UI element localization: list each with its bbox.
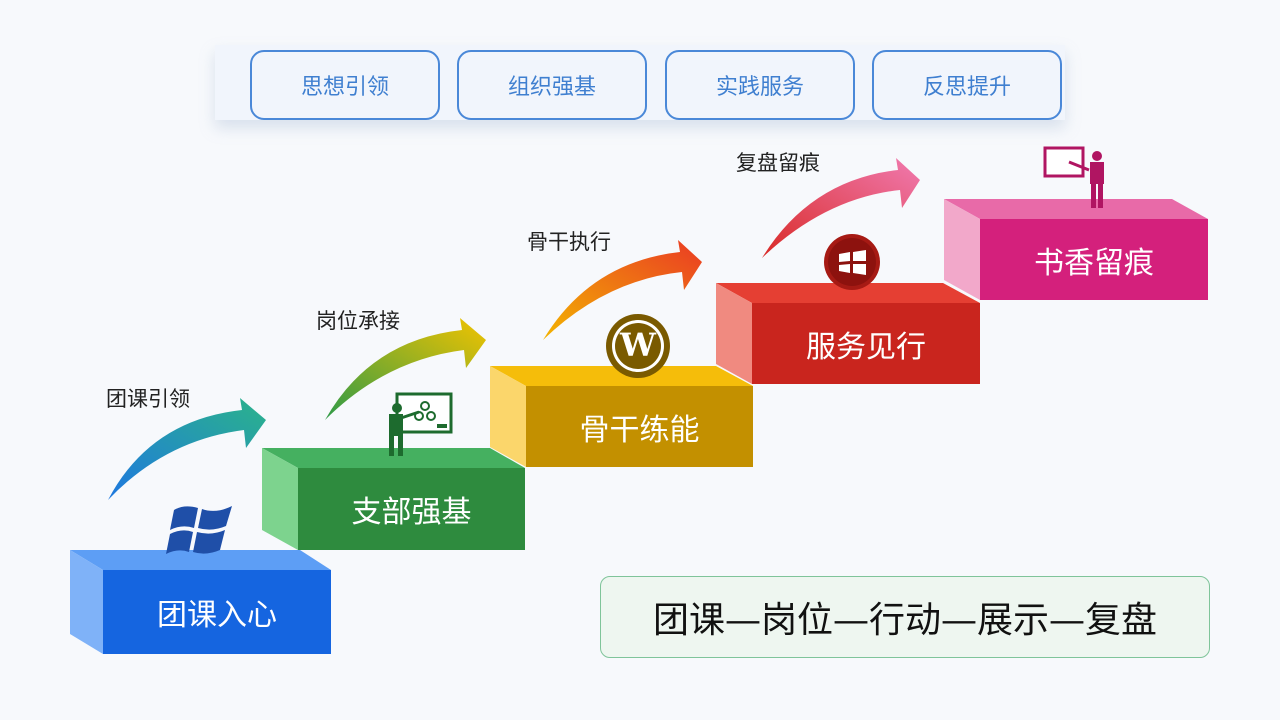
- arrow-3: [543, 240, 702, 340]
- wordpress-icon: W: [606, 314, 670, 378]
- arrow-label-4: 复盘留痕: [736, 151, 820, 175]
- tab-org-building[interactable]: 组织强基: [457, 50, 647, 120]
- tab-label: 组织强基: [507, 75, 596, 100]
- step-block-4: [716, 283, 980, 384]
- tab-practice-service[interactable]: 实践服务: [665, 50, 855, 120]
- tab-label: 思想引领: [300, 75, 389, 100]
- step-label-3: 骨干练能: [579, 412, 700, 448]
- step-label-5: 书香留痕: [1034, 245, 1154, 281]
- arrow-1: [108, 398, 266, 500]
- step-block-2: [262, 448, 525, 550]
- arrow-label-1: 团课引领: [106, 387, 190, 411]
- tab-label: 实践服务: [715, 75, 804, 100]
- teacher-board-icon: [389, 392, 453, 456]
- step-label-1: 团课入心: [157, 598, 277, 633]
- step-label-4: 服务见行: [806, 329, 926, 365]
- tab-label: 反思提升: [922, 75, 1011, 100]
- step-block-3: [490, 366, 753, 467]
- step-label-2: 支部强基: [351, 495, 472, 530]
- arrow-label-3: 骨干执行: [527, 230, 611, 254]
- svg-text:W: W: [619, 326, 657, 364]
- windows-badge-icon: [824, 234, 880, 290]
- arrow-4: [762, 158, 920, 258]
- step-block-5: [944, 199, 1208, 300]
- tab-reflection[interactable]: 反思提升: [872, 50, 1062, 120]
- tab-thought-leading[interactable]: 思想引领: [250, 50, 440, 120]
- arrow-2: [325, 318, 486, 420]
- windows-icon: [166, 506, 232, 554]
- arrow-label-2: 岗位承接: [316, 309, 400, 333]
- summary-box: 团课—岗位—行动—展示—复盘: [600, 576, 1210, 658]
- presenter-icon: [1043, 146, 1104, 208]
- step-block-1: [70, 550, 331, 654]
- summary-text: 团课—岗位—行动—展示—复盘: [652, 600, 1157, 641]
